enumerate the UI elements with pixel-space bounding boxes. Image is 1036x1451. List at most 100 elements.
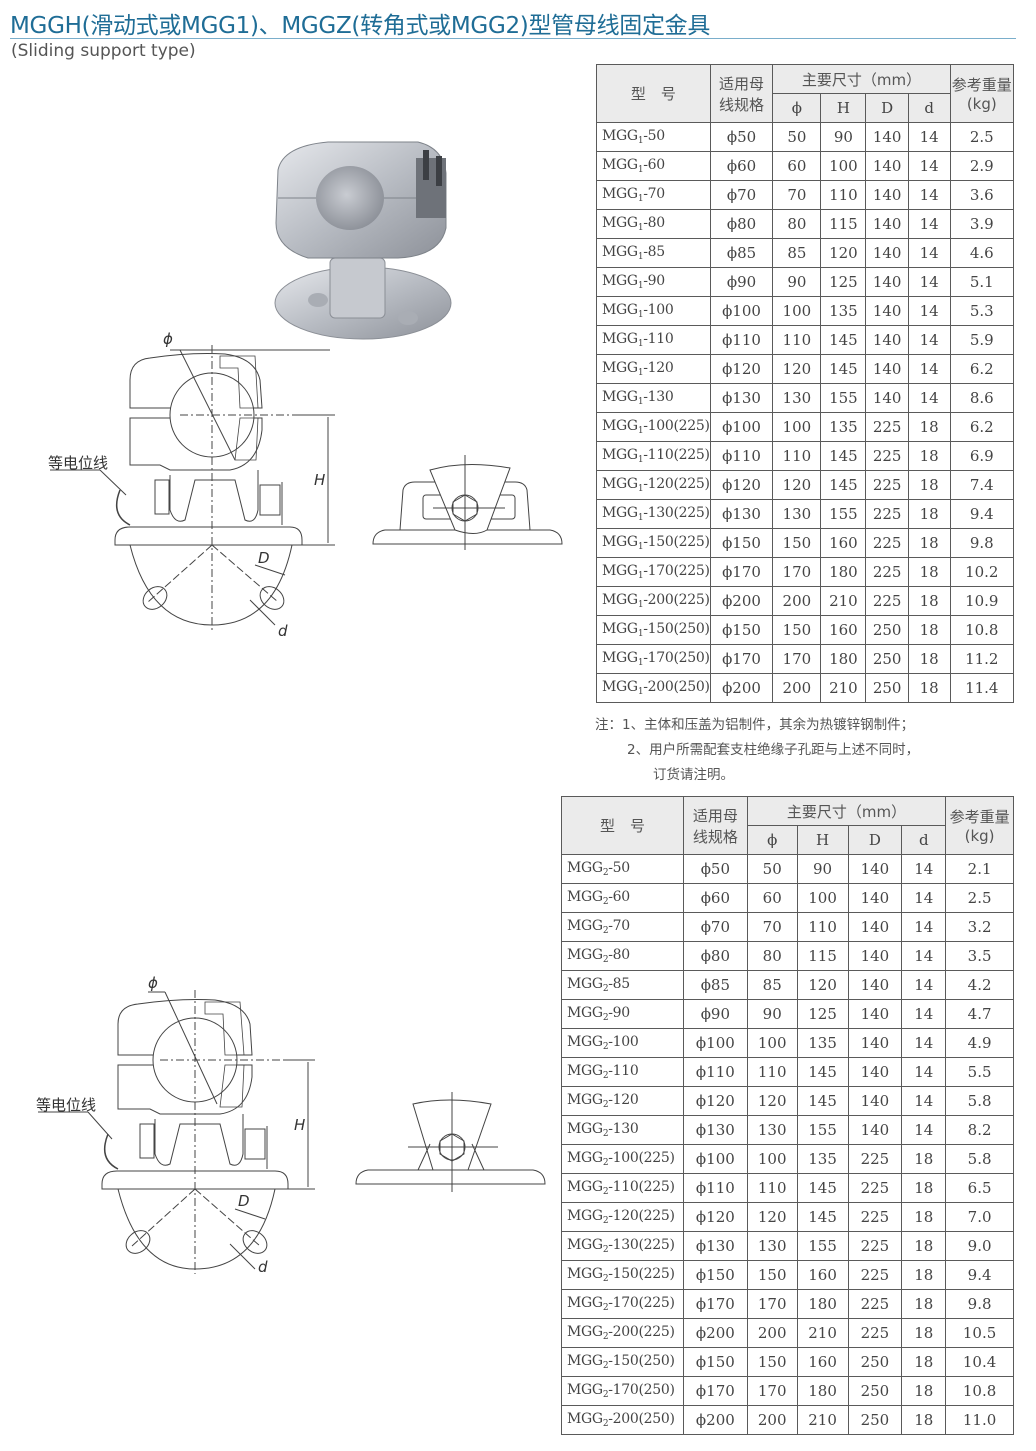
phi-cell: 60 <box>746 883 798 913</box>
d-cell: 14 <box>907 296 951 326</box>
H-cell: 180 <box>820 557 867 587</box>
spec-cell: ϕ130 <box>682 1115 748 1145</box>
d-cell: 14 <box>907 354 951 384</box>
d-cell: 18 <box>901 1260 947 1290</box>
model-cell: MGG1-90 <box>596 267 711 297</box>
model-cell: MGG2-170(225) <box>561 1289 684 1319</box>
kg-cell: 9.4 <box>949 499 1015 529</box>
spec-cell: ϕ200 <box>709 673 774 703</box>
col-d: d <box>907 93 951 123</box>
phi-cell: 85 <box>746 970 798 1000</box>
D-cell: 140 <box>865 296 909 326</box>
spec-cell: ϕ200 <box>682 1405 748 1435</box>
d-cell: 18 <box>901 1173 947 1203</box>
note-line-3: 订货请注明。 <box>653 767 734 783</box>
model-cell: MGG2-200(225) <box>561 1318 684 1348</box>
D-cell: 140 <box>865 383 909 413</box>
note-line-2: 2、用户所需配套支柱绝缘子孔距与上述不同时， <box>627 742 920 758</box>
kg-cell: 5.9 <box>949 325 1015 355</box>
D-cell: 250 <box>847 1405 903 1435</box>
spec-cell: ϕ120 <box>682 1202 748 1232</box>
kg-cell: 9.0 <box>945 1231 1014 1261</box>
kg-cell: 9.8 <box>945 1289 1014 1319</box>
D-cell: 225 <box>865 557 909 587</box>
d-cell: 18 <box>907 615 951 645</box>
D-cell: 250 <box>865 644 909 674</box>
D-cell: 250 <box>865 615 909 645</box>
col-D: D <box>865 93 909 123</box>
spec-cell: ϕ170 <box>709 644 774 674</box>
model-cell: MGG1-200(225) <box>596 586 711 616</box>
spec-cell: ϕ85 <box>682 970 748 1000</box>
kg-cell: 9.8 <box>949 528 1015 558</box>
model-cell: MGG1-60 <box>596 151 711 181</box>
phi-cell: 200 <box>772 586 822 616</box>
h-dimension-label: H <box>314 471 325 489</box>
phi-cell: 170 <box>772 557 822 587</box>
d-cell: 14 <box>907 180 951 210</box>
title-divider <box>10 38 1016 39</box>
col-phi: ϕ <box>772 93 822 123</box>
technical-drawing-mgg1: ϕ 等电位线 H D d <box>48 330 335 640</box>
H-cell: 135 <box>820 412 867 442</box>
spec-cell: ϕ80 <box>682 941 748 971</box>
model-cell: MGG2-120 <box>561 1086 684 1116</box>
d-cell: 14 <box>901 854 947 884</box>
col-model: 型 号 <box>596 64 711 123</box>
kg-cell: 6.2 <box>949 412 1015 442</box>
d-cell: 14 <box>907 238 951 268</box>
H-cell: 125 <box>820 267 867 297</box>
kg-cell: 6.9 <box>949 441 1015 471</box>
d-cell: 14 <box>907 209 951 239</box>
H-cell: 100 <box>820 151 867 181</box>
phi-cell: 110 <box>746 1057 798 1087</box>
kg-cell: 10.5 <box>945 1318 1014 1348</box>
model-cell: MGG1-130 <box>596 383 711 413</box>
col-main-dims: 主要尺寸（mm） <box>772 64 951 94</box>
D-cell: 250 <box>847 1376 903 1406</box>
d-cell: 14 <box>907 122 951 152</box>
d-cell: 18 <box>901 1202 947 1232</box>
phi-cell: 110 <box>772 325 822 355</box>
H-cell: 160 <box>820 528 867 558</box>
spec-cell: ϕ50 <box>682 854 748 884</box>
side-view-mgg1 <box>372 455 563 550</box>
kg-cell: 10.9 <box>949 586 1015 616</box>
D-cell: 250 <box>847 1347 903 1377</box>
model-cell: MGG1-85 <box>596 238 711 268</box>
d-cell: 18 <box>901 1289 947 1319</box>
d-cell: 14 <box>901 1086 947 1116</box>
spec-cell: ϕ200 <box>682 1318 748 1348</box>
spec-cell: ϕ120 <box>682 1086 748 1116</box>
spec-cell: ϕ70 <box>709 180 774 210</box>
phi-cell: 150 <box>772 615 822 645</box>
D-cell: 140 <box>865 122 909 152</box>
H-cell: 210 <box>796 1318 849 1348</box>
d-cell: 18 <box>907 557 951 587</box>
kg-cell: 3.9 <box>949 209 1015 239</box>
D-cell: 225 <box>865 499 909 529</box>
H-cell: 110 <box>796 912 849 942</box>
phi-cell: 150 <box>746 1260 798 1290</box>
col-weight: 参考重量(kg) <box>949 64 1015 123</box>
spec-cell: ϕ90 <box>682 999 748 1029</box>
kg-cell: 5.3 <box>949 296 1015 326</box>
D-cell: 225 <box>847 1173 903 1203</box>
phi-cell: 130 <box>772 499 822 529</box>
d-upper-dimension-label-2: D <box>238 1192 250 1210</box>
D-cell: 225 <box>847 1318 903 1348</box>
kg-cell: 5.8 <box>945 1086 1014 1116</box>
phi-cell: 100 <box>772 296 822 326</box>
H-cell: 210 <box>796 1405 849 1435</box>
model-cell: MGG2-90 <box>561 999 684 1029</box>
model-cell: MGG1-100 <box>596 296 711 326</box>
